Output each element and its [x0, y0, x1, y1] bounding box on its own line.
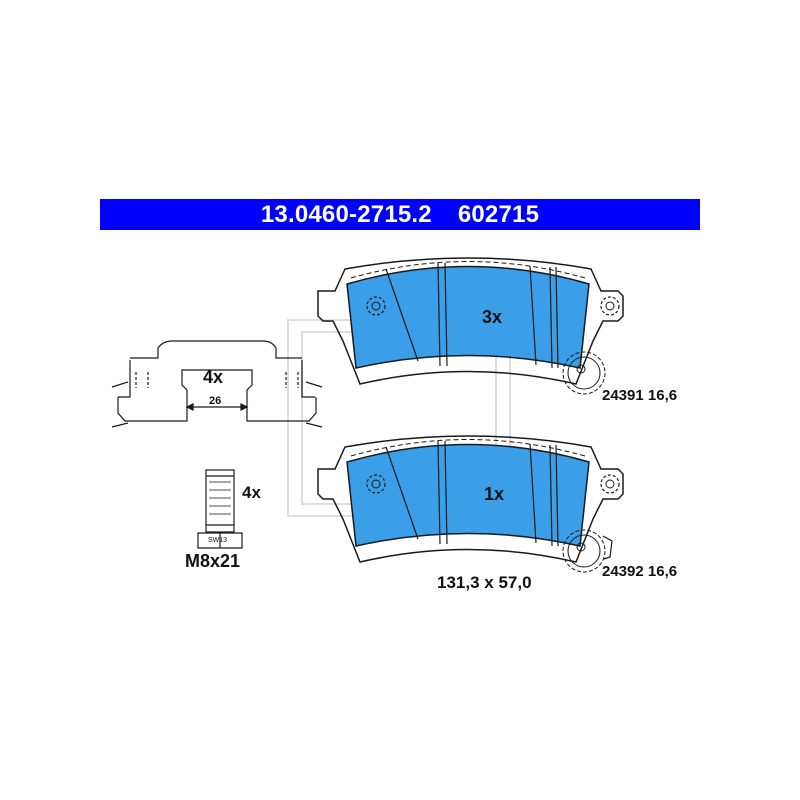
- pad-bottom-code: 24392 16,6: [602, 563, 678, 580]
- bolt-spec: M8x21: [185, 551, 241, 571]
- pad-dimensions: 131,3 x 57,0: [437, 573, 532, 592]
- title-bar: 13.0460-2715.2 602715: [100, 199, 700, 230]
- brake-pad-bottom: [317, 435, 624, 573]
- pad-top-code: 24391 16,6: [602, 387, 678, 404]
- brake-pad-top: [317, 257, 624, 395]
- reference-number: 602715: [457, 200, 540, 228]
- pad-bottom-quantity: 1x: [484, 484, 505, 504]
- clip-width-dimension: 26: [209, 395, 222, 407]
- clip-quantity: 4x: [203, 367, 224, 387]
- bolt-drawing: [197, 469, 243, 549]
- part-number: 13.0460-2715.2: [260, 200, 432, 228]
- bolt-quantity: 4x: [242, 483, 261, 502]
- bolt-wrench-size: SW13: [208, 537, 228, 544]
- pad-top-quantity: 3x: [482, 307, 503, 327]
- clip-drawing: [111, 340, 323, 428]
